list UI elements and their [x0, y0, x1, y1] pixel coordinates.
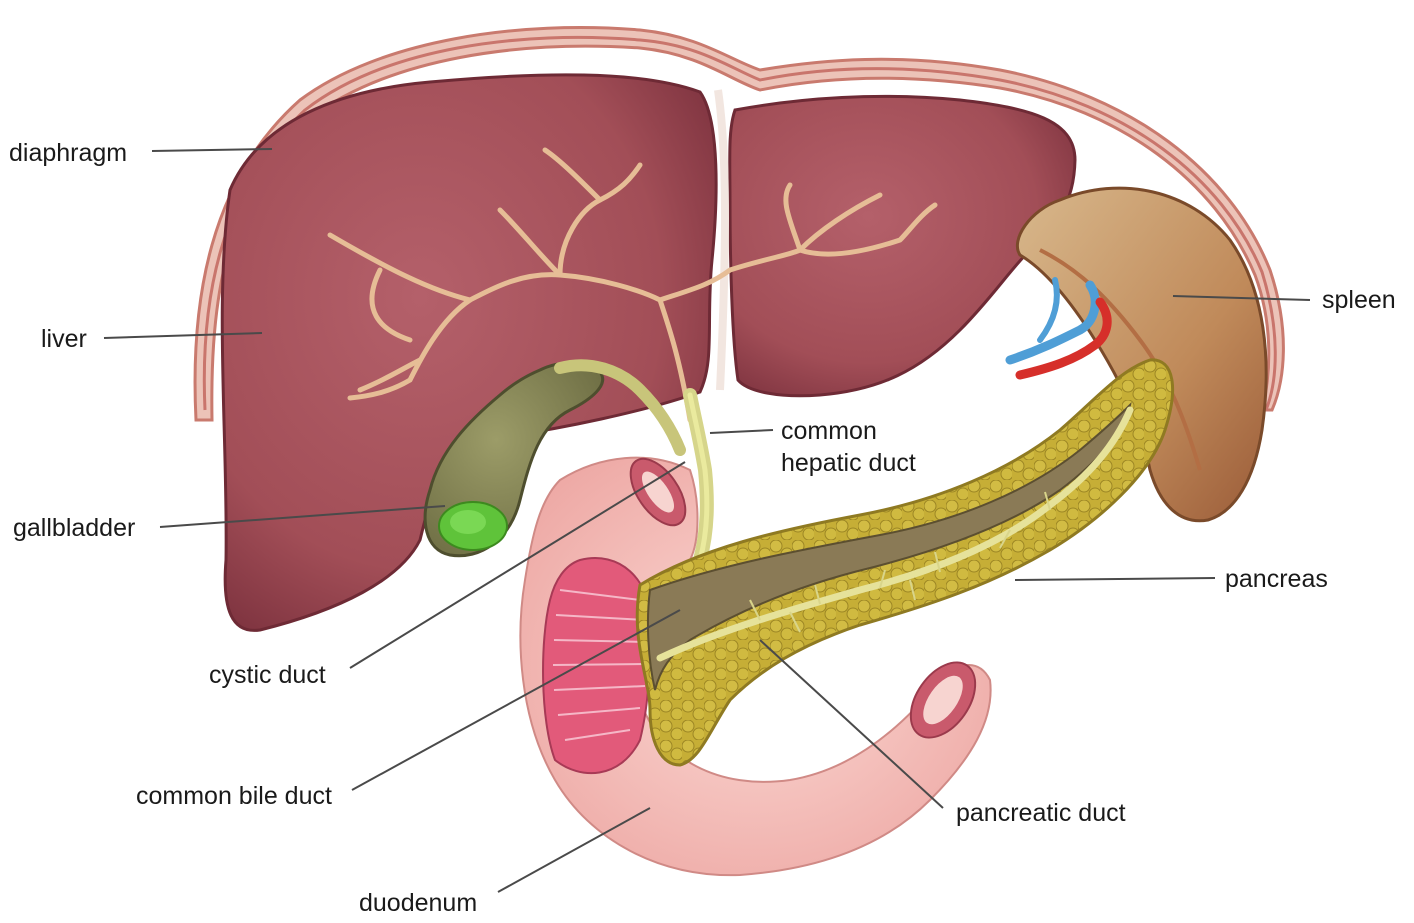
- leader-spleen: [1172, 295, 1311, 301]
- label-common-hepatic-duct-line2: hepatic duct: [781, 449, 916, 477]
- label-common-bile-duct: common bile duct: [136, 782, 332, 810]
- leader-liver: [103, 332, 263, 339]
- label-common-hepatic-duct: common hepatic duct: [781, 415, 916, 479]
- gallbladder-shape: [423, 361, 604, 558]
- leader-duodenum: [497, 807, 651, 893]
- label-pancreas: pancreas: [1225, 565, 1328, 593]
- leader-pancreatic-duct: [759, 639, 944, 809]
- leader-lines: [103, 148, 1311, 893]
- bile-duct-tree: [327, 147, 938, 423]
- leader-diaphragm: [151, 148, 273, 152]
- label-gallbladder: gallbladder: [13, 514, 136, 542]
- label-liver: liver: [41, 325, 87, 353]
- splenic-vessels: [1005, 277, 1112, 380]
- leader-pancreas: [1014, 577, 1216, 581]
- label-duodenum: duodenum: [359, 889, 478, 917]
- liver-shape: [220, 73, 1077, 632]
- label-common-hepatic-duct-line1: common: [781, 417, 877, 445]
- label-pancreatic-duct: pancreatic duct: [956, 799, 1126, 827]
- label-spleen: spleen: [1322, 286, 1396, 314]
- label-cystic-duct: cystic duct: [209, 661, 326, 689]
- label-diaphragm: diaphragm: [9, 139, 128, 167]
- leader-common-bile-duct: [351, 609, 681, 791]
- leader-gallbladder: [159, 505, 446, 528]
- leader-common-hepatic-duct: [709, 429, 774, 434]
- pancreas-shape: [635, 358, 1175, 767]
- leader-cystic-duct: [349, 461, 686, 669]
- spleen-shape: [1015, 186, 1268, 523]
